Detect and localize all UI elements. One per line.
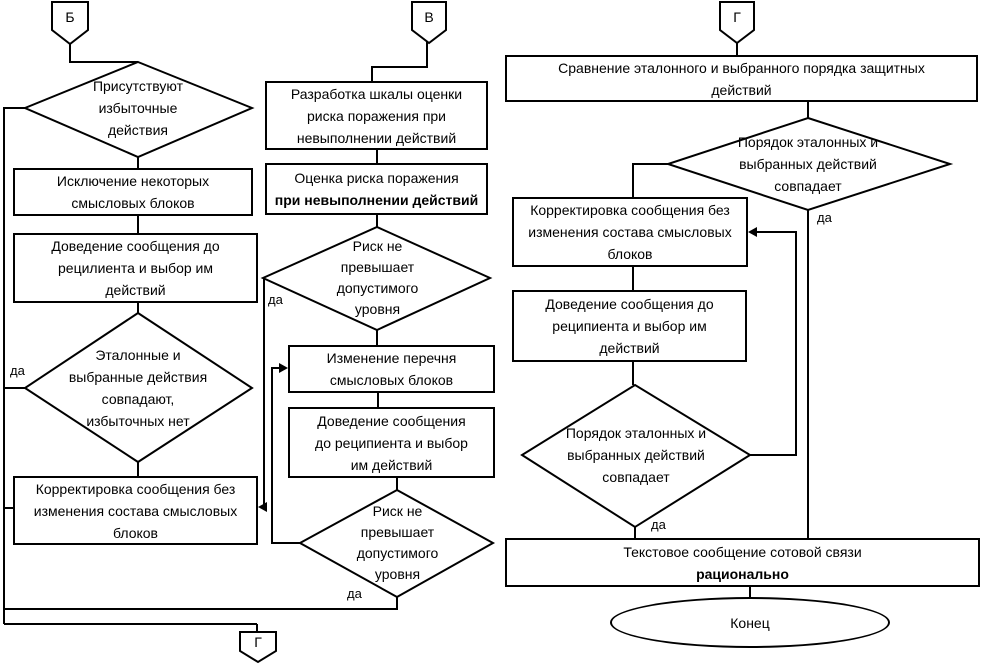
connector-g-top-shape (719, 1, 755, 45)
process-adjust-message-right: Корректировка сообщения без изменения со… (512, 197, 748, 267)
label-yes-right-top: да (817, 210, 832, 225)
terminator-end: Конец (610, 597, 890, 648)
edge-b-to-decision (69, 44, 138, 63)
diamond-left-match (23, 311, 254, 464)
final-message-line1: Текстовое сообщение сотовой связи (623, 543, 862, 560)
final-message-line2: рационально (696, 565, 789, 582)
risk-assessment-line1: Оценка риска поражения (294, 170, 459, 186)
diamond-right-order-top (664, 116, 954, 212)
diamond-right-order-bottom (520, 383, 752, 529)
diamond-middle-risk-bottom (297, 488, 496, 599)
connector-v-shape (411, 1, 447, 45)
arrowhead-into-change-blocks (279, 363, 288, 373)
connector-g-bottom-shape (239, 631, 277, 664)
edge-v-to-develop (371, 38, 428, 81)
connector-b-shape (51, 1, 89, 46)
connector-b-label: Б (65, 9, 75, 25)
decision-risk-top: Риск не превышает допустимого уровня (336, 238, 419, 317)
decision-actions-match: Эталонные и выбранные действия совпадают… (68, 347, 208, 429)
label-yes-middle-top: да (268, 292, 283, 307)
process-deliver-message-middle: Доведение сообщения до реципиента и выбо… (288, 407, 495, 478)
edge-rd1-to-adjust (632, 163, 668, 197)
process-exclude-blocks: Исключение некоторых смысловых блоков (13, 168, 253, 216)
diamond-left-redundant (22, 60, 255, 159)
process-adjust-message-left: Корректировка сообщения без изменения со… (13, 476, 258, 545)
decision-redundant-actions: Присутствуют избыточные действия (92, 78, 184, 138)
process-deliver-message-right: Доведение сообщения до реципиента и выбо… (512, 290, 747, 362)
decision-order-bottom: Порядок эталонных и выбранных действий с… (565, 425, 707, 485)
process-final-message: Текстовое сообщение сотовой связи рацион… (505, 538, 980, 587)
diamond-middle-risk-top (260, 225, 493, 332)
risk-assessment-line2: при невыполнении действий (274, 192, 479, 208)
decision-order-top: Порядок эталонных и выбранных действий с… (737, 134, 879, 194)
connector-g-top-label: Г (733, 9, 741, 25)
edge-rd2-loop (750, 231, 797, 456)
connector-v-label: В (424, 9, 434, 25)
edge-md2-loop (271, 367, 300, 544)
connector-g-bottom-label: Г (254, 634, 262, 650)
process-risk-assessment: Оценка риска поражения при невыполнении … (265, 163, 488, 215)
label-yes-middle-bottom: да (347, 586, 362, 601)
process-compare-order: Сравнение эталонного и выбранного порядк… (505, 55, 978, 102)
arrowhead-into-right-adjust (748, 227, 757, 237)
edge-md1-yes-to-adjust (262, 278, 265, 508)
process-develop-risk-scale: Разработка шкалы оценки риска поражения … (265, 81, 488, 150)
arrowhead-into-left-adjust (258, 502, 267, 512)
label-yes-left: да (10, 363, 25, 378)
process-change-blocks: Изменение перечня смысловых блоков (288, 345, 495, 393)
process-deliver-message-left: Доведение сообщения до рецилиента и выбо… (13, 233, 258, 303)
label-yes-right-bottom: да (651, 517, 666, 532)
decision-risk-bottom: Риск не превышает допустимого уровня (356, 503, 439, 582)
